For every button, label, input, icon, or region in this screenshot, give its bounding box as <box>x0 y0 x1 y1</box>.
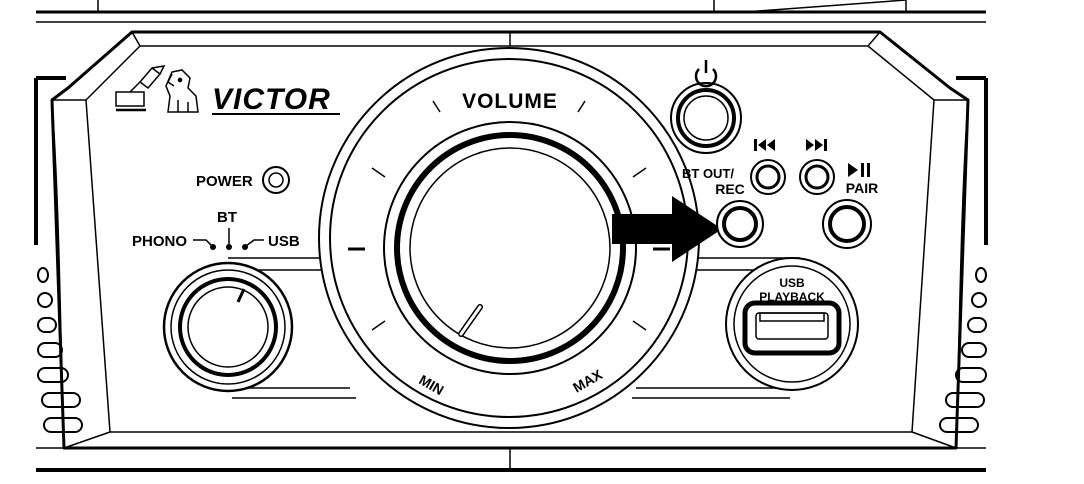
function-knob-pointer <box>236 288 246 303</box>
skip-previous-icon <box>754 139 775 151</box>
volume-label: VOLUME <box>462 90 558 113</box>
play-pause-icon <box>848 163 870 177</box>
bt-out-label: BT OUT/ <box>682 166 734 181</box>
logo: VICTOR <box>115 65 340 116</box>
side-body <box>34 76 988 245</box>
function-knob[interactable] <box>162 261 294 393</box>
play-pause-pair-button[interactable] <box>822 199 872 249</box>
left-vents <box>37 267 83 433</box>
power-icon <box>694 60 718 88</box>
power-indicator: POWER <box>196 166 290 194</box>
bt-label: BT <box>217 209 237 226</box>
pair-label: PAIR <box>846 180 878 196</box>
gramophone-dog-emblem <box>115 65 199 113</box>
source-selector-labels: BT PHONO USB <box>132 209 300 250</box>
usb-playback-label-top: USB <box>779 276 805 290</box>
brand-name: VICTOR <box>212 83 331 116</box>
usb-label: USB <box>268 233 300 250</box>
arrow-right-icon <box>612 196 722 262</box>
skip-previous-button[interactable] <box>750 159 786 195</box>
bt-out-rec-button[interactable] <box>716 200 764 248</box>
top-trim <box>36 0 986 23</box>
usb-port[interactable] <box>742 300 842 356</box>
front-bezel <box>50 30 970 450</box>
volume-scale-ticks <box>348 100 670 331</box>
right-vents <box>939 267 987 433</box>
power-led <box>262 166 290 194</box>
phono-label: PHONO <box>132 233 187 250</box>
volume-knob[interactable] <box>383 121 637 375</box>
standby-button[interactable] <box>670 82 742 154</box>
skip-next-icon <box>806 139 827 151</box>
skip-next-button[interactable] <box>799 159 835 195</box>
rec-label: REC <box>715 181 745 197</box>
power-label: POWER <box>196 173 253 190</box>
bottom-trim <box>36 447 986 472</box>
